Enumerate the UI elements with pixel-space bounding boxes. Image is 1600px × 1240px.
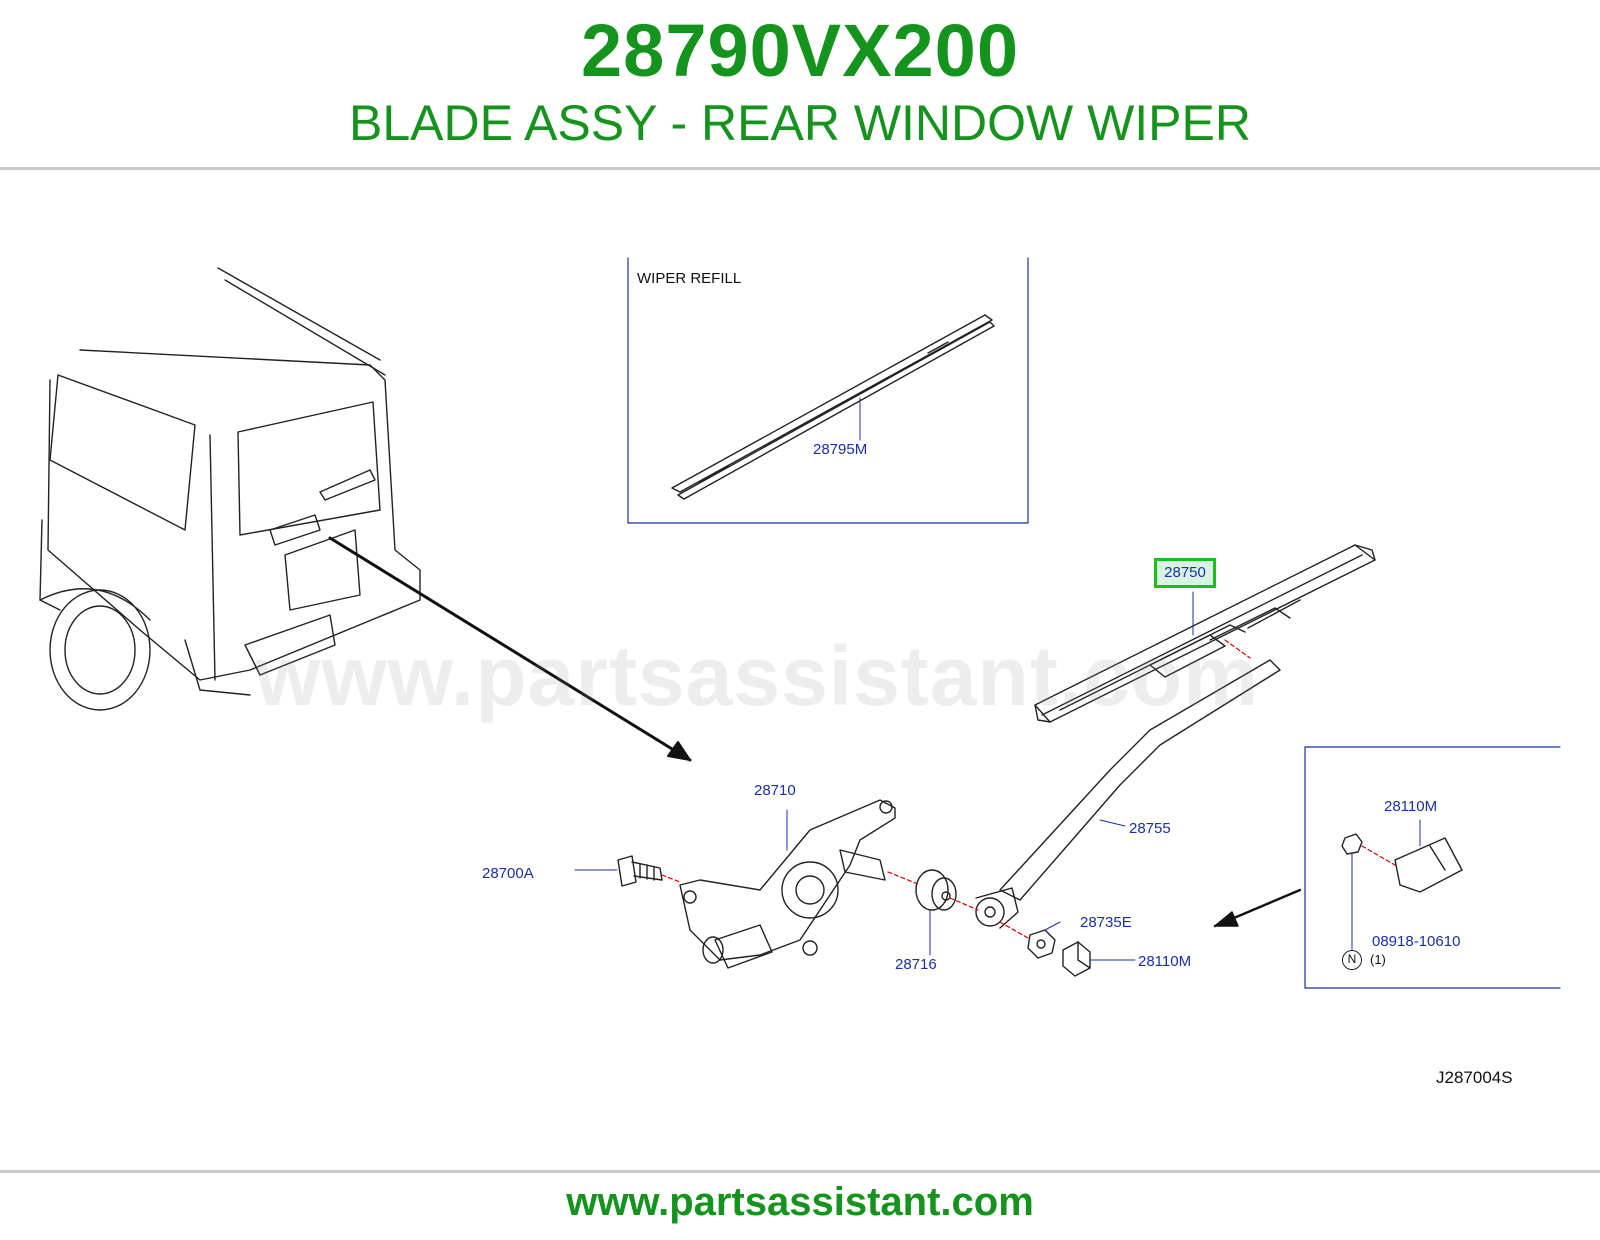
refill-inset-box bbox=[627, 257, 1029, 524]
callout-28716[interactable]: 28716 bbox=[895, 956, 937, 973]
grommet-drawing bbox=[915, 869, 957, 911]
van-illustration bbox=[39, 267, 421, 711]
wiper-refill-drawing bbox=[671, 314, 995, 500]
wiper-arm-drawing bbox=[975, 659, 1281, 929]
cap-inset-box bbox=[1304, 746, 1561, 989]
inset-quantity: (1) bbox=[1370, 952, 1386, 967]
cap-drawing bbox=[1062, 941, 1091, 977]
wiper-motor-drawing bbox=[679, 799, 896, 969]
header-divider bbox=[0, 167, 1600, 170]
callout-inset-28110m[interactable]: 28110M bbox=[1384, 798, 1438, 815]
callout-28700a[interactable]: 28700A bbox=[482, 865, 534, 882]
bolt-drawing bbox=[617, 855, 663, 887]
highlighted-part-28750[interactable]: 28750 bbox=[1154, 558, 1216, 588]
n-marker-badge: N bbox=[1342, 950, 1362, 970]
diagram-reference-code: J287004S bbox=[1436, 1068, 1513, 1087]
callout-28735e[interactable]: 28735E bbox=[1080, 914, 1132, 931]
footer-website-link[interactable]: www.partsassistant.com bbox=[566, 1180, 1034, 1224]
callout-28795m[interactable]: 28795M bbox=[813, 441, 868, 458]
callout-28755[interactable]: 28755 bbox=[1129, 820, 1171, 837]
parts-diagram: WIPER REFILL 28795M 28750 28710 28700A 2… bbox=[0, 170, 1600, 1170]
pointer-arrow-van bbox=[328, 536, 692, 762]
callout-28110m[interactable]: 28110M bbox=[1138, 953, 1192, 970]
footer-divider bbox=[0, 1170, 1600, 1173]
inset-nut-drawing bbox=[1341, 833, 1363, 855]
callout-28710[interactable]: 28710 bbox=[754, 782, 796, 799]
callout-08918-10610[interactable]: 08918-10610 bbox=[1372, 933, 1461, 950]
inset-cap-drawing bbox=[1394, 837, 1463, 893]
diagram-drawing bbox=[39, 257, 1561, 989]
refill-inset-title: WIPER REFILL bbox=[637, 270, 742, 287]
page-header: 28790VX200 BLADE ASSY - REAR WINDOW WIPE… bbox=[0, 0, 1600, 168]
part-description: BLADE ASSY - REAR WINDOW WIPER bbox=[348, 95, 1251, 151]
nut-drawing bbox=[1027, 929, 1056, 959]
watermark-text: www.partsassistant.com bbox=[255, 629, 1259, 723]
part-number-title: 28790VX200 bbox=[581, 9, 1019, 92]
wiper-blade-drawing bbox=[1034, 544, 1376, 723]
